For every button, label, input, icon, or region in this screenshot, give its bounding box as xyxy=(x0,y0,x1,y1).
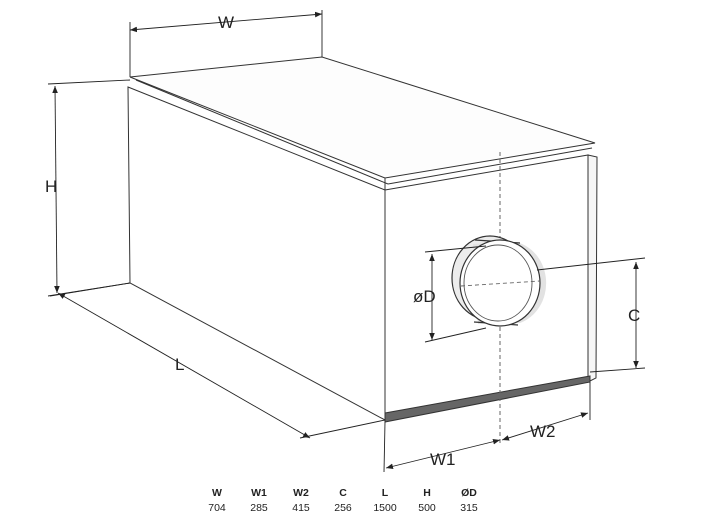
dim-h xyxy=(52,85,60,294)
spec-value-w1: 285 xyxy=(250,502,268,514)
spec-header-w2: W2 xyxy=(293,487,309,499)
dim-w2 xyxy=(501,412,589,441)
spec-header-w: W xyxy=(212,487,222,499)
spec-header-c: C xyxy=(339,487,347,499)
spec-header-h: H xyxy=(423,487,431,499)
dimension-lines xyxy=(47,10,646,473)
spec-value-l: 1500 xyxy=(373,502,397,514)
spec-header-w1: W1 xyxy=(251,487,267,499)
spec-header-l: L xyxy=(381,487,389,499)
spigot xyxy=(451,235,547,327)
label-w: W xyxy=(218,13,234,32)
spec-table-header-row: W W1 W2 C L H ØD xyxy=(196,486,490,501)
dim-w1 xyxy=(385,438,501,470)
spec-value-h: 500 xyxy=(418,502,436,514)
dim-l xyxy=(57,292,311,439)
box-top-face xyxy=(129,56,596,179)
label-l: L xyxy=(175,355,184,374)
spec-table: W W1 W2 C L H ØD 704 285 415 256 1500 50… xyxy=(196,486,490,516)
spec-table-value-row: 704 285 415 256 1500 500 315 xyxy=(196,501,490,516)
spec-header-d: ØD xyxy=(461,487,477,499)
spec-value-w2: 415 xyxy=(292,502,310,514)
spec-value-w: 704 xyxy=(208,502,226,514)
label-w1: W1 xyxy=(430,450,456,469)
label-c: C xyxy=(628,306,640,325)
front-flange-right xyxy=(587,154,598,383)
label-h: H xyxy=(45,177,57,196)
spec-value-d: 315 xyxy=(460,502,478,514)
spec-value-c: 256 xyxy=(334,502,352,514)
label-w2: W2 xyxy=(530,422,556,441)
label-d: øD xyxy=(413,287,436,306)
dim-w xyxy=(129,11,323,33)
